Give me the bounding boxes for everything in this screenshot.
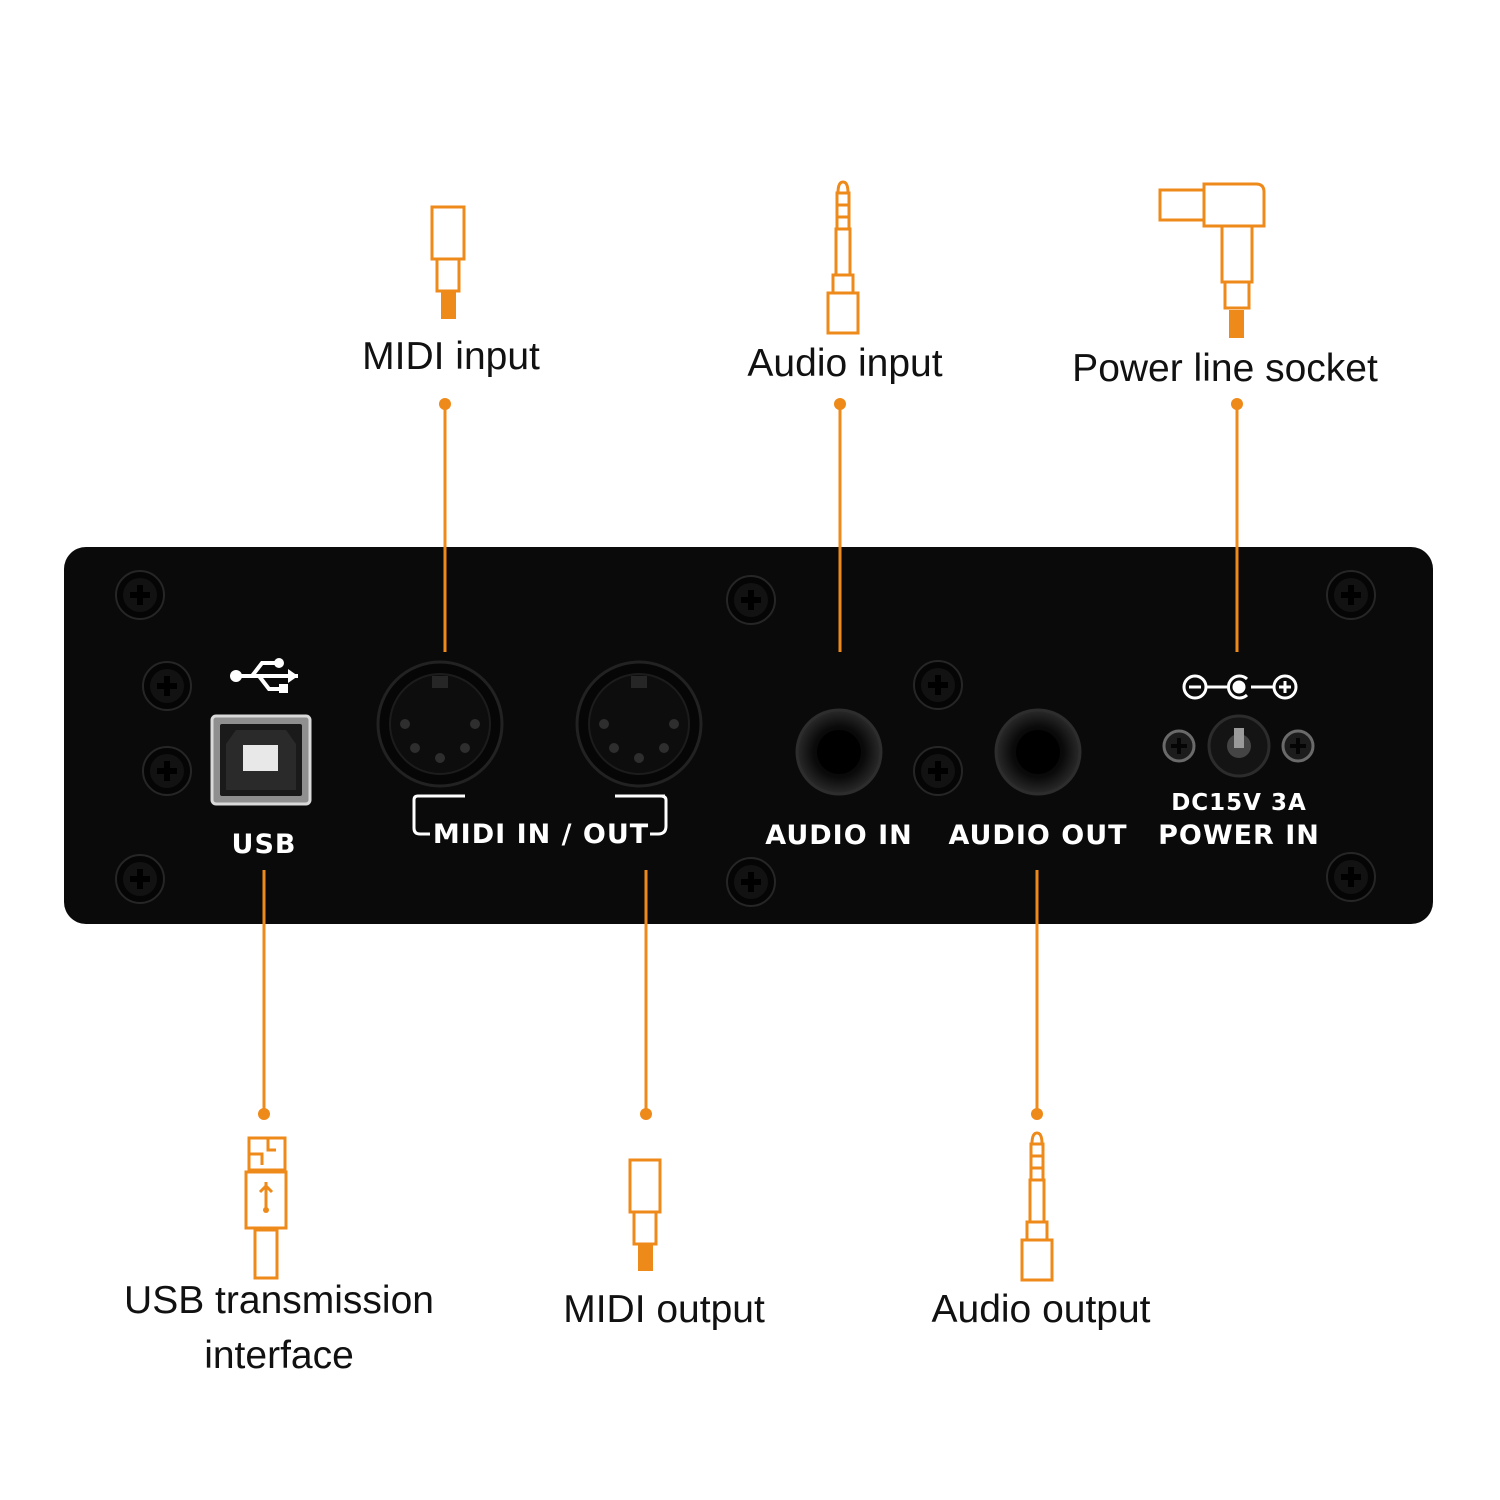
usb-plug-icon bbox=[244, 1136, 288, 1280]
screw-top-left bbox=[115, 570, 165, 620]
callout-usb-line1: USB transmission bbox=[124, 1279, 434, 1322]
leader-dot-midi-output bbox=[640, 1108, 652, 1120]
screw-bottom-left bbox=[115, 854, 165, 904]
screw-audio-lower bbox=[913, 746, 963, 796]
screw-bottom-mid bbox=[726, 857, 776, 907]
power-socket[interactable] bbox=[1207, 714, 1271, 778]
midi-output-plug-icon bbox=[628, 1158, 662, 1271]
callout-audio-output: Audio output bbox=[931, 1288, 1151, 1331]
midi-plug-icon bbox=[430, 205, 466, 319]
screw-usb-upper bbox=[142, 661, 192, 711]
callout-midi-output: MIDI output bbox=[563, 1288, 765, 1331]
screw-bottom-right bbox=[1326, 852, 1376, 902]
audio-out-label: AUDIO OUT bbox=[948, 820, 1128, 851]
back-panel bbox=[64, 547, 1433, 924]
audio-output-plug-icon bbox=[1020, 1131, 1054, 1282]
dc-polarity-icon bbox=[1182, 674, 1298, 700]
leader-dot-audio-output bbox=[1031, 1108, 1043, 1120]
callout-audio-input: Audio input bbox=[747, 342, 943, 385]
usb-icon bbox=[230, 658, 298, 693]
midi-out-port[interactable] bbox=[575, 660, 703, 788]
leader-dot-midi-input bbox=[439, 398, 451, 410]
audio-plug-icon bbox=[826, 180, 860, 335]
audio-in-jack[interactable] bbox=[795, 708, 883, 796]
leader-dot-usb bbox=[258, 1108, 270, 1120]
power-plug-icon bbox=[1158, 182, 1266, 338]
callout-usb-line2: interface bbox=[204, 1334, 354, 1377]
screw-power-left bbox=[1162, 729, 1196, 763]
callout-midi-input: MIDI input bbox=[362, 335, 540, 378]
power-in-label: POWER IN bbox=[1158, 820, 1320, 851]
usb-b-port[interactable] bbox=[210, 714, 312, 806]
screw-power-right bbox=[1281, 729, 1315, 763]
usb-port-label: USB bbox=[231, 829, 297, 860]
midi-in-port[interactable] bbox=[376, 660, 504, 788]
leader-dot-audio-input bbox=[834, 398, 846, 410]
screw-usb-lower bbox=[142, 746, 192, 796]
midi-port-label: MIDI IN / OUT bbox=[432, 819, 650, 850]
audio-in-label: AUDIO IN bbox=[765, 820, 913, 851]
screw-audio-upper bbox=[913, 660, 963, 710]
power-spec-label: DC15V 3A bbox=[1171, 790, 1307, 816]
audio-out-jack[interactable] bbox=[994, 708, 1082, 796]
callout-power-socket: Power line socket bbox=[1072, 347, 1378, 390]
screw-top-right bbox=[1326, 570, 1376, 620]
screw-top-mid bbox=[726, 575, 776, 625]
midi-bracket bbox=[412, 794, 668, 836]
leader-dot-power-socket bbox=[1231, 398, 1243, 410]
